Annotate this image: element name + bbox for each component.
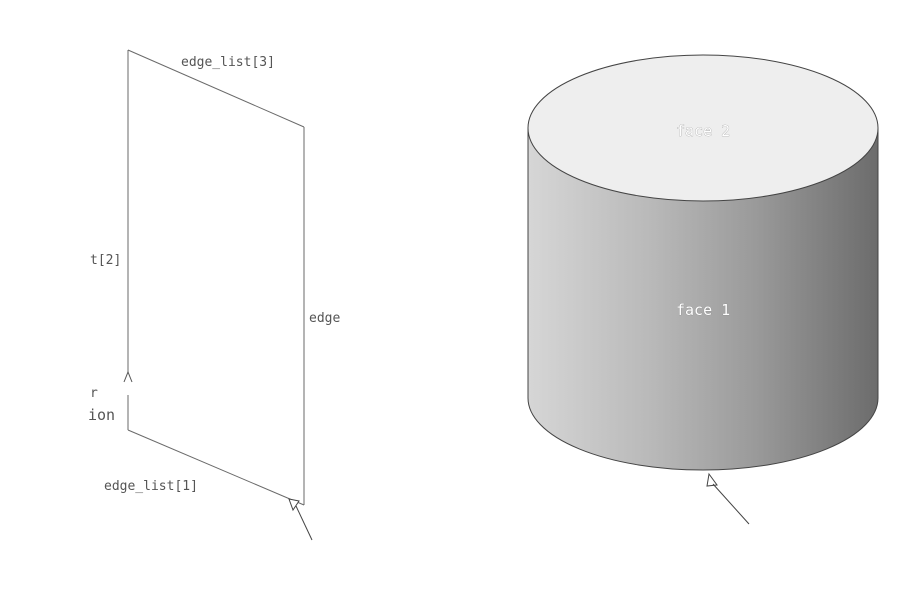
pick-arrow-shaft	[295, 505, 313, 541]
partial-label-2: ion	[88, 406, 115, 424]
cylinder-pick-arrow-shaft	[712, 483, 750, 525]
top-face-label: face 2	[676, 122, 730, 140]
wireframe-parallelogram: edge_list[3] t[2] edge r ion edge_list[1…	[88, 49, 340, 541]
direction-arrowhead-icon	[123, 370, 133, 383]
cylinder-top-face	[527, 54, 879, 202]
pick-arrow-icon	[288, 498, 300, 512]
edge-top-line	[127, 49, 305, 128]
edge-left-label: t[2]	[90, 253, 121, 268]
edge-bottom-line	[127, 429, 305, 506]
side-face-label: face 1	[676, 301, 730, 319]
cylinder-bottom-edge	[527, 397, 879, 471]
shaded-cylinder: face 2 face 1	[527, 54, 879, 525]
partial-label-1: r	[90, 386, 98, 401]
edge-right-label: edge	[309, 311, 340, 326]
cylinder-pick-arrow-icon	[706, 472, 718, 487]
edge-top-label: edge_list[3]	[181, 55, 275, 70]
cylinder-side-face	[528, 128, 878, 470]
edge-bottom-label: edge_list[1]	[104, 479, 198, 494]
